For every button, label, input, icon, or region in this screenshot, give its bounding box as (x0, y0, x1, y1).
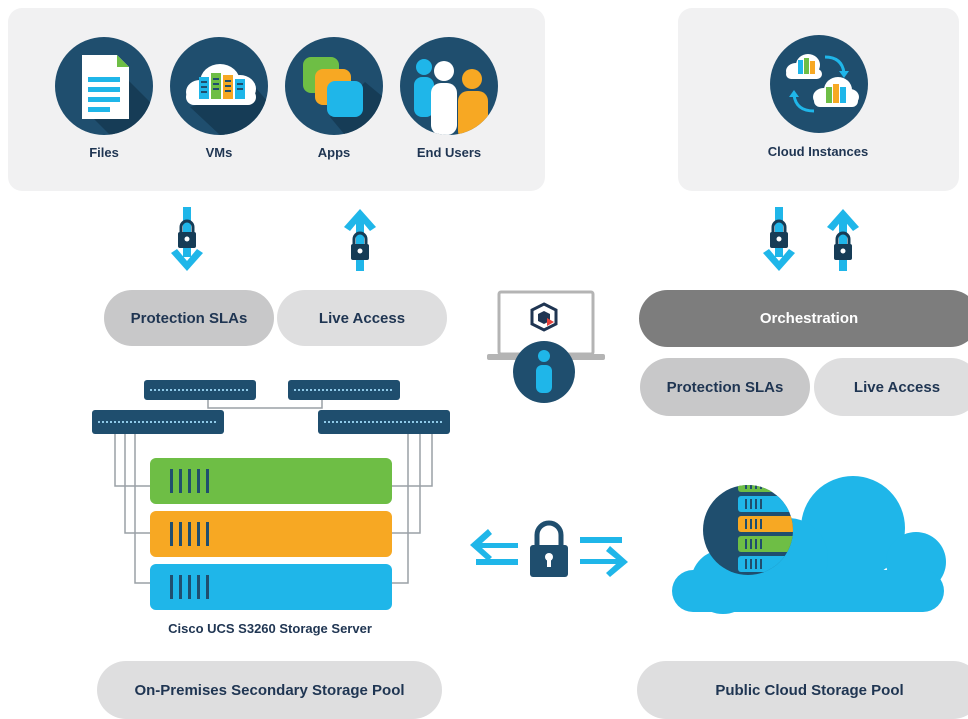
cloud-protection-slas-pill: Protection SLAs (640, 358, 810, 416)
vm-cloud-icon (170, 37, 268, 135)
server-caption: Cisco UCS S3260 Storage Server (168, 621, 372, 636)
orchestration-pill: Orchestration (639, 290, 968, 347)
cloud-instances-icon (770, 35, 868, 133)
secure-transfer-icon (468, 515, 633, 587)
cloud-live-access-pill: Live Access (814, 358, 968, 416)
users-icon (400, 37, 498, 135)
public-cloud-storage-icon (668, 470, 948, 618)
apps-icon (285, 37, 383, 135)
public-cloud-pool-pill: Public Cloud Storage Pool (637, 661, 968, 719)
cloud-secure-up-arrow-icon (826, 205, 860, 275)
cloud-instances-label: Cloud Instances (767, 144, 869, 159)
vms-label: VMs (205, 145, 233, 160)
live-access-pill: Live Access (277, 290, 447, 346)
apps-label: Apps (317, 145, 351, 160)
secure-down-arrow-icon (170, 205, 204, 275)
admin-laptop-icon (487, 290, 607, 405)
cloud-secure-down-arrow-icon (762, 205, 796, 275)
on-premises-pool-pill: On-Premises Secondary Storage Pool (97, 661, 442, 719)
protection-slas-pill: Protection SLAs (104, 290, 274, 346)
file-icon (55, 37, 153, 135)
end-users-label: End Users (416, 145, 482, 160)
files-label: Files (89, 145, 119, 160)
storage-server-icon (90, 378, 455, 613)
secure-up-arrow-icon (343, 205, 377, 275)
